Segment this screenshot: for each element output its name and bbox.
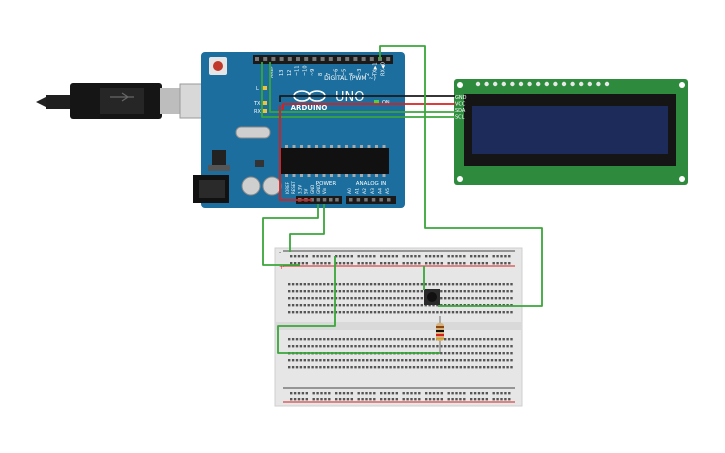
wire-lower [277,256,440,354]
capacitor [262,176,282,196]
digital-pin-label: 2 [365,73,371,76]
aref-label: AREF [269,66,275,78]
digital-pin-label: RX◀0 [380,62,386,76]
power-pin-label: 5V [304,188,309,194]
power-pin-label: 3.3V [297,185,302,194]
digital-pin-label: ~5 [341,69,347,76]
lcd-pin-label: GND [455,95,467,101]
wire-vcc [282,103,455,110]
tx-label: TX [253,101,261,107]
digital-pin-label: 13 [279,70,285,76]
analog-pin-label: A1 [355,188,361,194]
analog-header [346,196,396,204]
microcontroller-chip [281,148,389,174]
digital-pin-label: ~10 [302,65,308,76]
power-pin-label: GND [310,185,315,194]
analog-pin-label: A4 [377,188,383,194]
analog-header-label: ANALOG IN [356,181,387,187]
digital-pin-label: 4 [349,73,355,76]
digital-pin-label: 8 [318,73,324,76]
digital-header-label: DIGITAL (PWM ~) [324,75,376,82]
usb-cable [36,83,231,119]
rail-minus-label: - [279,249,281,256]
analog-pin-label: A3 [370,188,376,194]
power-pin-label: RESET [291,181,296,194]
rx-label: RX [254,109,261,115]
power-pin-label: Vin [322,187,327,194]
wire-5v [279,105,312,201]
wire-sda [261,62,455,118]
power-pin-label: IOREF [285,181,290,194]
wires [261,45,543,354]
lcd-pin-label: SDA [455,108,466,114]
wire-gnd-rail [289,204,325,252]
uno-label: UNO [335,90,364,105]
power-pin-label: GND [316,185,321,194]
wire-power-rail [262,204,319,266]
wire-pin2 [379,45,543,307]
digital-pin-label: TX▶1 [373,62,379,77]
arduino-brand: ARDUINO [291,104,328,112]
analog-pin-label: A0 [347,188,353,194]
push-button[interactable] [424,289,440,305]
digital-pin-label: ~9 [310,69,316,76]
lcd-pin-label: SCL [455,115,465,121]
digital-pin-label: ~6 [334,69,340,76]
crystal [235,126,271,139]
digital-pin-label: ~3 [357,69,363,76]
capacitor [241,176,261,196]
digital-pin-label: 12 [287,70,293,76]
analog-pin-label: A5 [385,188,391,194]
lcd-screen [472,106,668,154]
digital-pin-label: 7 [326,73,332,76]
l-led-label: L [256,86,259,92]
analog-pin-label: A2 [362,188,368,194]
wire-gnd [279,95,455,102]
resistor [436,316,444,352]
digital-pin-label: ~11 [295,65,301,76]
rail-plus-label: + [279,264,284,271]
lcd-pin-label: VCC [455,102,466,108]
wire-scl [269,62,455,113]
power-header-label: POWER [316,181,337,187]
on-led-label: ON [382,100,390,106]
breadboard: + - [274,247,523,407]
